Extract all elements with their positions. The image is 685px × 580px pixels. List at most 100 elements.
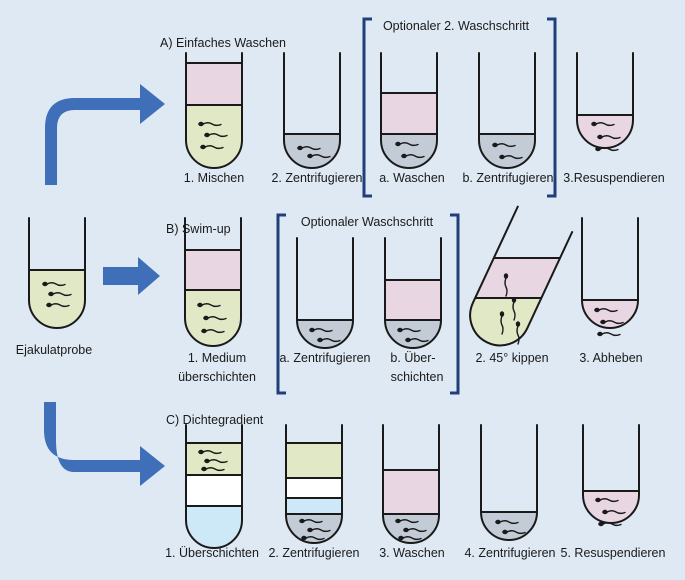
tube-b5: [581, 217, 639, 337]
sperm-cell: [397, 327, 421, 333]
flow-arrow-to-row-b: [103, 257, 160, 295]
pellet-layer: [479, 134, 535, 168]
sperm-cell: [602, 509, 626, 515]
gradient-lower-layer: [286, 498, 342, 514]
medium-layer: [583, 491, 639, 523]
tube-outline: [469, 205, 574, 347]
flow-arrow-to-row-a: [45, 84, 165, 185]
sperm-cell: [595, 497, 619, 503]
medium-layer: [383, 470, 439, 514]
sperm-cell: [309, 327, 333, 333]
row-b-bracket-label: Optionaler Waschschritt: [301, 215, 434, 229]
sperm-cell: [198, 449, 222, 455]
row-a-bracket-label: Optionaler 2. Waschschritt: [383, 19, 530, 33]
tube-a1: [185, 52, 243, 169]
sperm-cell: [317, 337, 341, 343]
tube-c5: [582, 424, 640, 527]
sperm-cell: [495, 519, 519, 525]
tube-a5: [576, 52, 634, 152]
sperm-cell: [204, 132, 228, 138]
tube-a4: [478, 52, 536, 169]
sperm-cell: [197, 302, 221, 308]
step-label-a1: 1. Mischen: [184, 171, 244, 185]
sample-layer: [185, 290, 241, 346]
sperm-cell: [203, 315, 227, 321]
bracket-row-b-right: [450, 213, 460, 395]
sperm-cell: [301, 535, 325, 541]
bracket-row-b-left: [276, 213, 286, 395]
row-b-header: B) Swim-up: [166, 222, 231, 236]
sperm-cell: [403, 527, 427, 533]
pellet-layer: [381, 134, 437, 168]
sperm-cell: [307, 527, 331, 533]
tube-outline: [478, 52, 536, 169]
sample-layer: [186, 105, 242, 168]
sperm-cell: [499, 154, 523, 160]
step-label-a3: a. Waschen: [379, 171, 445, 185]
tube-c3: [382, 424, 440, 544]
sperm-cell: [492, 142, 516, 148]
sample-layer: [186, 443, 242, 475]
step-label-a2: 2. Zentrifugieren: [271, 171, 362, 185]
medium-layer: [577, 115, 633, 148]
tube-b2: [296, 237, 354, 349]
tube-c1: [185, 424, 243, 549]
sperm-cell: [595, 146, 619, 152]
sperm-cell: [48, 291, 72, 297]
tube-outline: [185, 52, 243, 169]
sperm-cell: [597, 331, 621, 337]
tube-outline: [184, 217, 242, 347]
step-label-b4: 2. 45° kippen: [475, 351, 548, 365]
brackets-layer: [276, 17, 557, 395]
tube-a2: [283, 52, 341, 169]
sperm-cell: [598, 521, 622, 527]
source-label: Ejakulatprobe: [16, 343, 92, 357]
flow-arrow-to-row-c: [44, 402, 165, 486]
step-label-b3-line2: schichten: [391, 370, 444, 384]
bracket-row-a-right: [547, 17, 557, 198]
tube-outline: [581, 217, 639, 329]
step-label-c1: 1. Überschichten: [165, 546, 259, 560]
step-label-b2: a. Zentrifugieren: [279, 351, 370, 365]
bracket-row-a-left: [362, 17, 372, 198]
tube-outline: [283, 52, 341, 169]
step-label-b1-line2: überschichten: [178, 370, 256, 384]
sperm-cell: [46, 302, 70, 308]
tube-b1: [184, 217, 242, 347]
sperm-cell: [594, 307, 618, 313]
sperm-cell: [502, 529, 526, 535]
step-label-b3-line1: b. Über-: [390, 351, 435, 365]
row-c-header: C) Dichtegradient: [166, 413, 264, 427]
sperm-cell: [395, 518, 419, 524]
tube-source: [28, 217, 86, 329]
medium-layer: [185, 250, 241, 290]
sample-layer: [29, 270, 85, 328]
medium-layer: [381, 93, 437, 134]
sample-layer: [286, 443, 342, 478]
pellet-layer: [284, 134, 340, 168]
step-label-c4: 4. Zentrifugieren: [464, 546, 555, 560]
tube-a3: [380, 52, 438, 169]
sperm-cell: [597, 134, 621, 140]
sperm-cell: [401, 153, 425, 159]
sperm-cell: [503, 273, 509, 297]
tube-outline: [384, 237, 442, 349]
sperm-cell: [600, 319, 624, 325]
tube-outline: [28, 217, 86, 329]
medium-layer: [385, 280, 441, 320]
sperm-cell: [200, 144, 224, 150]
sperm-cell: [405, 337, 429, 343]
tube-outline: [285, 424, 343, 544]
step-label-c2: 2. Zentrifugieren: [268, 546, 359, 560]
sperm-cell: [201, 328, 225, 334]
row-a-header: A) Einfaches Waschen: [160, 36, 286, 50]
step-label-c5: 5. Resuspendieren: [561, 546, 666, 560]
sperm-cell: [511, 297, 517, 321]
sperm-cell: [395, 141, 419, 147]
sperm-cell: [299, 518, 323, 524]
sperm-cell: [398, 535, 422, 541]
sperm-cell: [42, 281, 66, 287]
tube-outline: [296, 237, 354, 349]
